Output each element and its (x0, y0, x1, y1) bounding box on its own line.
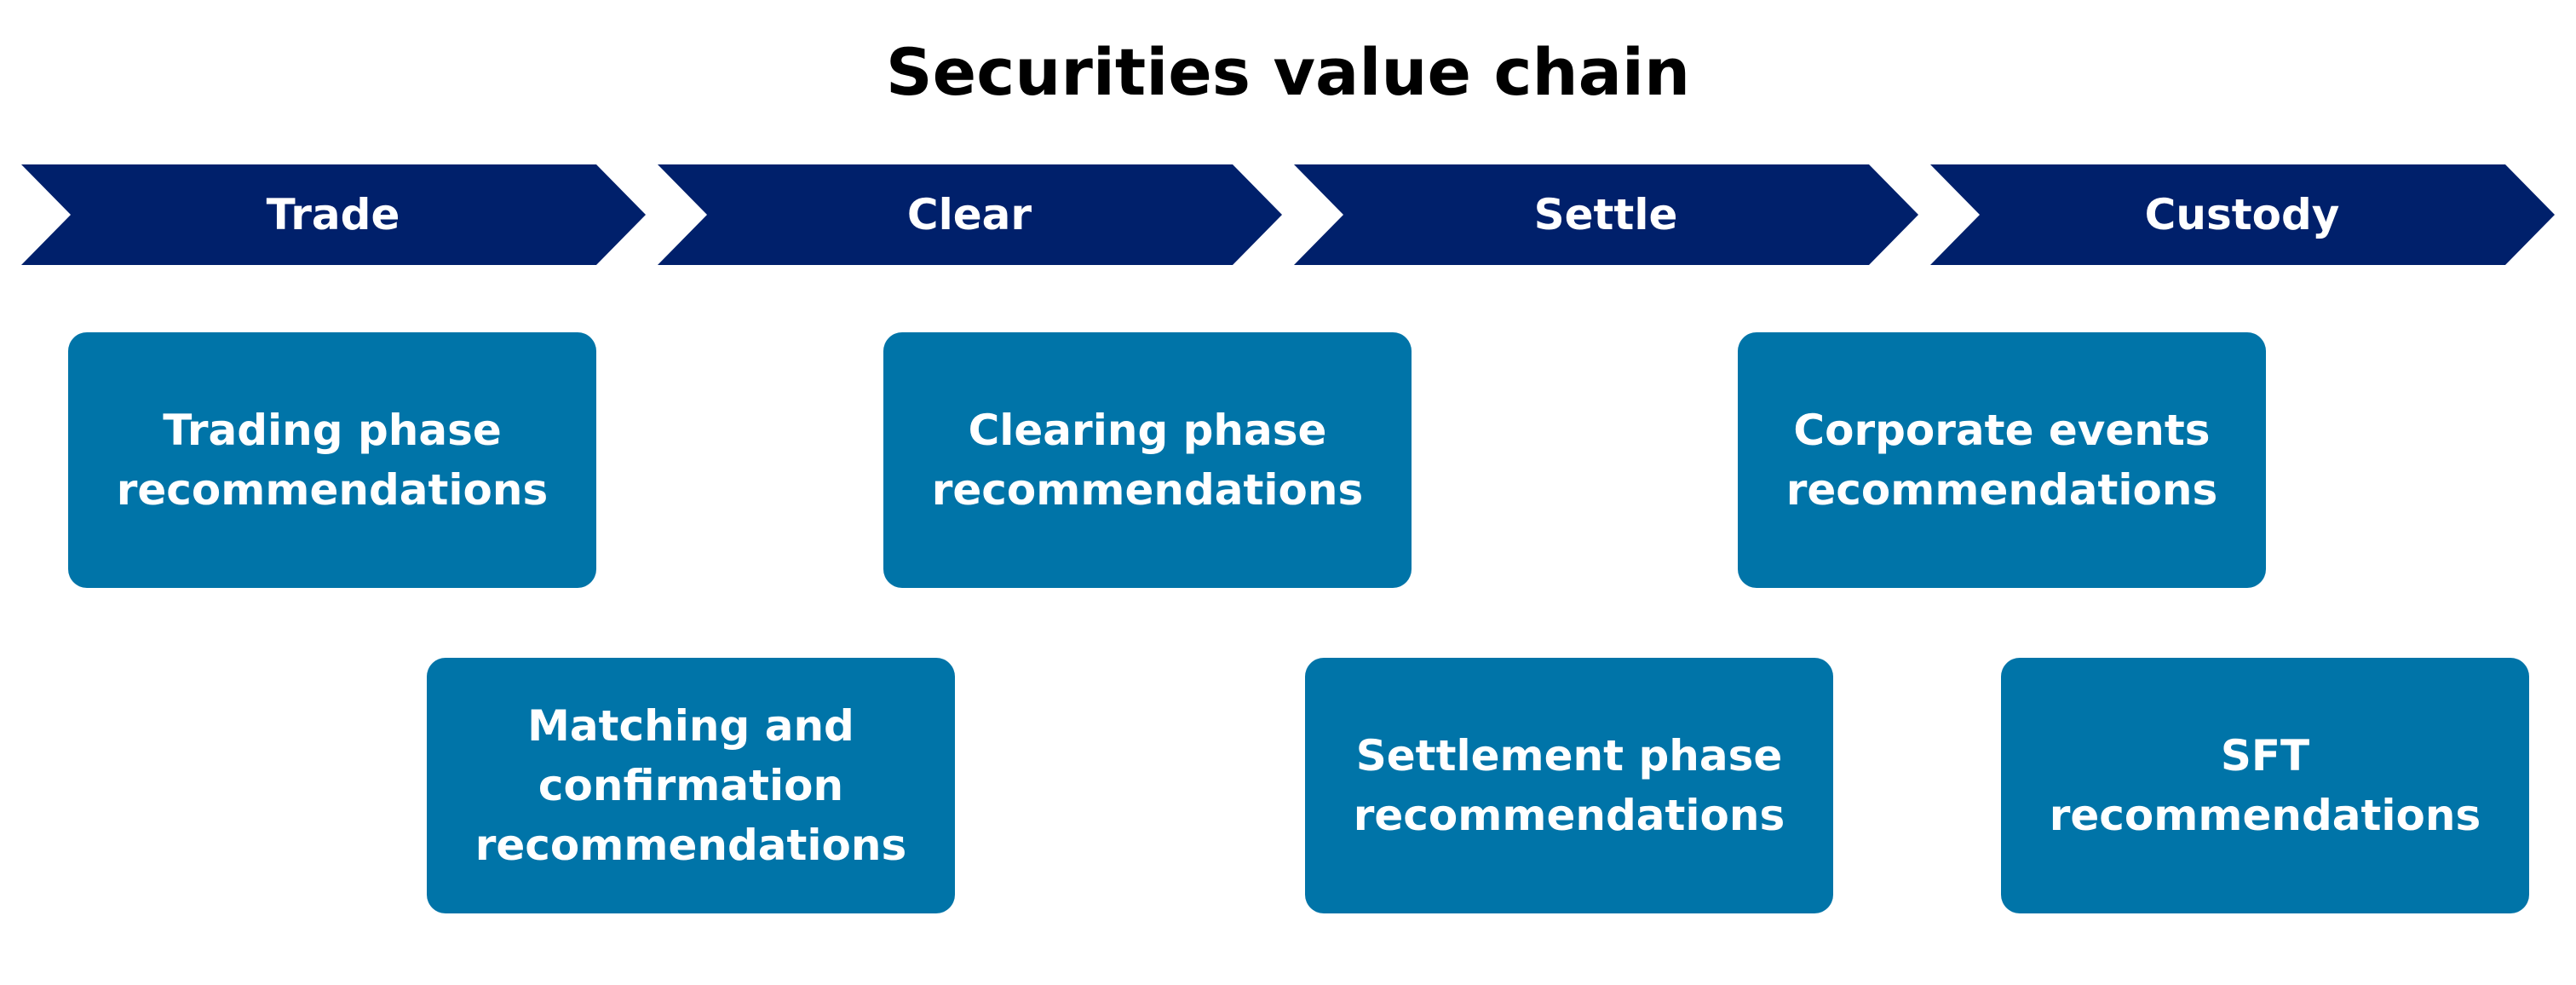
corporate-events-label: Corporate events recommendations (1785, 406, 2218, 515)
settlement-phase-box: Settlement phase recommendations (1305, 658, 1833, 913)
sft-label: SFT recommendations (2049, 731, 2481, 840)
clearing-phase-label: Clearing phase recommendations (931, 406, 1364, 515)
chevron-custody: Custody (1930, 164, 2555, 265)
clearing-phase-box: Clearing phase recommendations (883, 332, 1412, 588)
chevron-custody-shape (1930, 164, 2555, 265)
chevron-clear-label: Clear (907, 190, 1032, 239)
diagram-title: Securities value chain (885, 34, 1691, 110)
chevron-settle-shape (1294, 164, 1918, 265)
corporate-events-box: Corporate events recommendations (1738, 332, 2266, 588)
chevron-custody-label: Custody (2145, 190, 2340, 239)
chevron-trade: Trade (21, 164, 646, 265)
trading-phase-box: Trading phase recommendations (68, 332, 596, 588)
chevron-settle-label: Settle (1534, 190, 1678, 239)
chevron-trade-shape (21, 164, 646, 265)
chevron-clear-shape (658, 164, 1282, 265)
matching-confirmation-box: Matching and confirmation recommendation… (427, 658, 955, 913)
trading-phase-label: Trading phase recommendations (116, 406, 549, 515)
chevron-clear: Clear (658, 164, 1282, 265)
chevron-settle: Settle (1294, 164, 1918, 265)
sft-box: SFT recommendations (2001, 658, 2529, 913)
chevron-trade-label: Trade (267, 190, 400, 239)
settlement-phase-label: Settlement phase recommendations (1353, 731, 1785, 840)
matching-confirmation-label: Matching and confirmation recommendation… (474, 701, 907, 870)
